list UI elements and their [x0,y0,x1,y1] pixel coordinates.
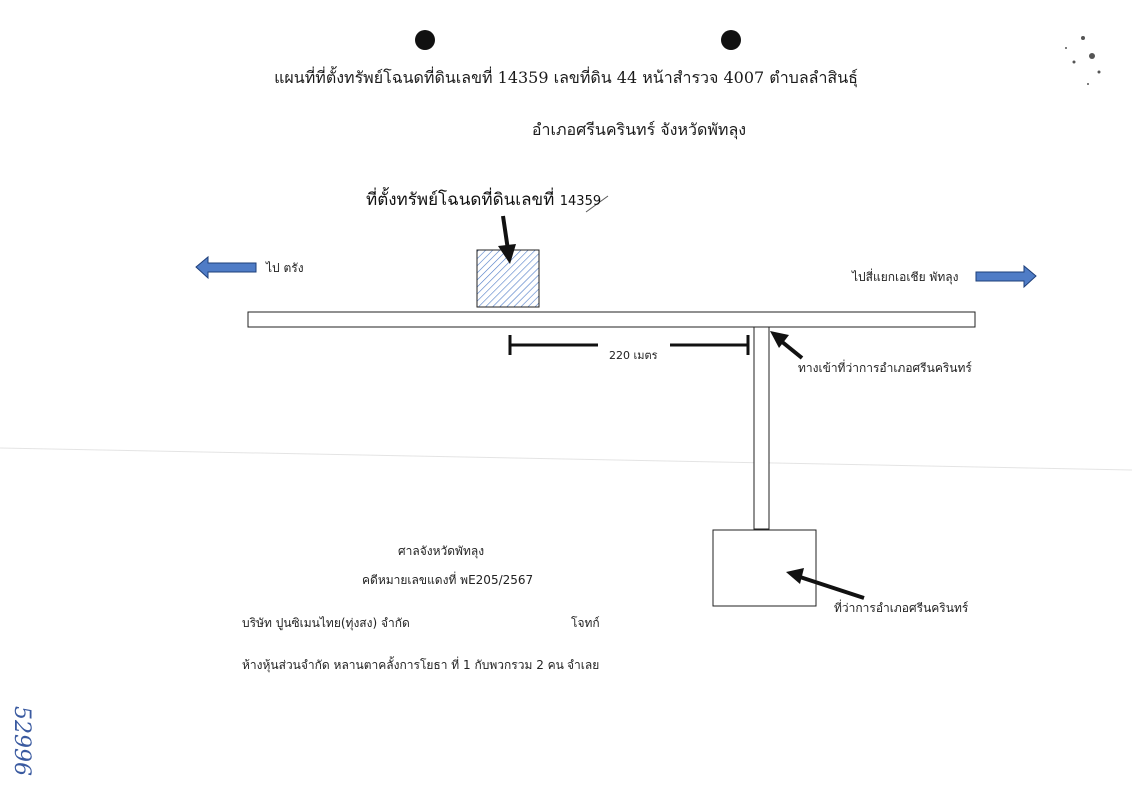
court-name: ศาลจังหวัดพัทลุง [398,544,485,558]
map-title-line-2: อำเภอศรีนครินทร์ จังหวัดพัทลุง [531,120,747,139]
scan-specks [1065,36,1101,85]
site-label: ที่ตั้งทรัพย์โฉนดที่ดินเลขที่ 14359 [366,186,601,213]
side-road [753,326,770,530]
defendant-name: ห้างหุ้นส่วนจำกัด หลานตาคลั้งการโยธา ที่… [242,658,564,672]
entrance-pointer-arrow [770,331,804,360]
handwritten-number: 52996 [9,706,34,776]
plaintiff-name: บริษัท ปูนซิเมนไทย(ทุ่งสง) จำกัด [242,616,410,630]
office-pointer-arrow [786,568,865,600]
right-direction-arrow [975,264,1037,289]
office-label: ที่ว่าการอำเภอศรีนครินทร์ [834,601,969,615]
plaintiff-role: โจทก์ [571,616,600,630]
map-title-line-1: แผนที่ที่ตั้งทรัพย์โฉนดที่ดินเลขที่ 1435… [274,68,858,87]
pencil-mark [585,195,609,213]
parcel-pointer-arrow [498,215,516,264]
left-direction-label: ไป ตรัง [266,261,304,275]
scan-line [0,447,1132,471]
punch-hole-left [415,30,435,50]
entrance-label: ทางเข้าที่ว่าการอำเภอศรีนครินทร์ [798,361,972,375]
punch-hole-right [721,30,741,50]
district-office-building [712,529,817,607]
defendant-role: จำเลย [567,658,600,672]
left-direction-arrow [195,255,257,280]
distance-label: 220 เมตร [609,349,658,362]
site-number: 14359 [559,194,602,209]
main-road [247,311,976,328]
distance-marker [508,335,750,355]
right-direction-label: ไปสี่แยกเอเชีย พัทลุง [852,270,959,284]
case-number: คดีหมายเลขแดงที่ พE205/2567 [362,573,534,587]
site-label-text: ที่ตั้งทรัพย์โฉนดที่ดินเลขที่ [366,190,555,210]
